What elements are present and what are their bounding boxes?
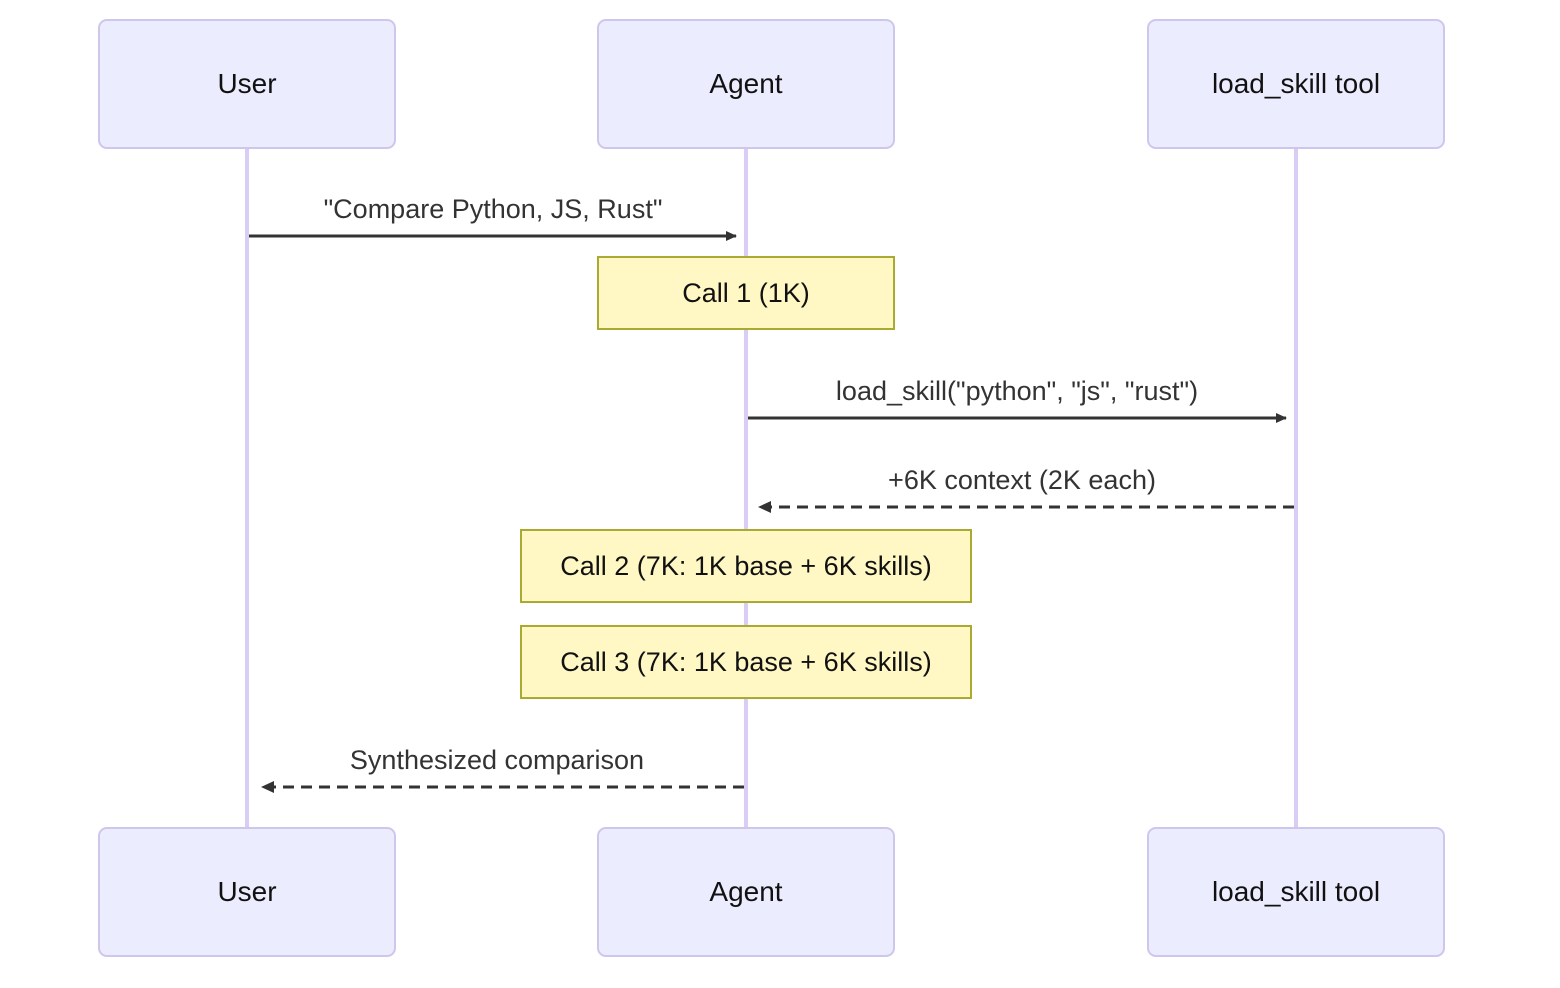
- participant-box-tool-top[interactable]: load_skill tool: [1147, 19, 1445, 149]
- participant-label-user-top: User: [217, 68, 277, 99]
- participant-label-agent-top: Agent: [709, 68, 783, 99]
- note-label-call-3: Call 3 (7K: 1K base + 6K skills): [560, 646, 932, 677]
- participant-label-tool-bottom: load_skill tool: [1211, 876, 1381, 907]
- participant-box-user-top[interactable]: User: [98, 19, 396, 149]
- participant-box-user-bottom[interactable]: User: [98, 827, 396, 957]
- message-label-2: load_skill("python", "js", "rust"): [835, 376, 1199, 406]
- note-label-call-2: Call 2 (7K: 1K base + 6K skills): [560, 550, 932, 581]
- participant-box-tool-bottom[interactable]: load_skill tool: [1147, 827, 1445, 957]
- note-box-call-3[interactable]: Call 3 (7K: 1K base + 6K skills): [520, 625, 972, 699]
- note-box-call-2[interactable]: Call 2 (7K: 1K base + 6K skills): [520, 529, 972, 603]
- message-label-4: Synthesized comparison: [349, 745, 645, 775]
- participant-label-agent-bottom: Agent: [709, 876, 783, 907]
- participant-label-tool-top: load_skill tool: [1211, 68, 1381, 99]
- note-label-call-1: Call 1 (1K): [682, 277, 810, 308]
- participant-label-user-bottom: User: [217, 876, 277, 907]
- note-box-call-1[interactable]: Call 1 (1K): [597, 256, 895, 330]
- participant-box-agent-bottom[interactable]: Agent: [597, 827, 895, 957]
- message-label-1: "Compare Python, JS, Rust": [323, 194, 663, 224]
- participant-box-agent-top[interactable]: Agent: [597, 19, 895, 149]
- message-label-3: +6K context (2K each): [888, 465, 1156, 495]
- message-arrows: [249, 231, 1294, 793]
